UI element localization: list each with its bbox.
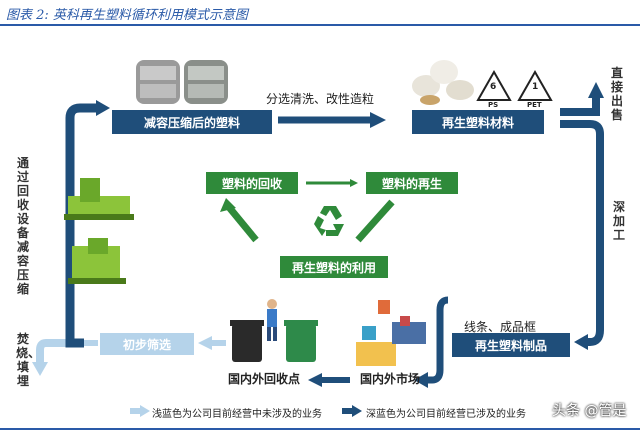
compressor-machine-2: [68, 238, 126, 284]
market-image: [356, 300, 426, 366]
pellets-image: [412, 60, 474, 105]
incinerate-arrow: [36, 339, 70, 364]
incinerate-label: 焚烧、填埋: [16, 332, 41, 388]
cycle-left-arrowhead: [220, 198, 236, 212]
sorting-label: 分选清洗、改性造粒: [266, 92, 375, 106]
screening-box: 初步筛选: [100, 333, 194, 355]
deep-process-arrowhead: [574, 334, 588, 350]
loop-left-arrowhead: [96, 100, 110, 116]
direct-sale-label: 直接出售: [610, 66, 623, 122]
cycle-recovery: 塑料的回收: [206, 172, 298, 194]
watermark: 头条 @管是: [552, 403, 627, 419]
cycle-left-arrow: [225, 203, 259, 243]
legend-light-text: 浅蓝色为公司目前经营中未涉及的业务: [152, 409, 322, 420]
recycling-bins: [230, 299, 318, 362]
direct-sale-arrow: [560, 96, 600, 116]
cycle-regeneration: 塑料的再生: [366, 172, 458, 194]
loop-left-arrow: [65, 103, 96, 320]
recycle-icon: [314, 206, 344, 236]
market-label: 国内外市场: [360, 372, 421, 386]
direct-sale-arrowhead: [588, 82, 604, 98]
deep-process-label: 深加工: [612, 200, 625, 242]
loop-bottom-connector: [65, 320, 84, 348]
collection-label: 国内外回收点: [228, 372, 301, 386]
market-collection-arrowhead: [308, 373, 322, 387]
product-types-label: 线条、成品框: [464, 320, 537, 334]
equipment-label: 通过回收设备减容压缩: [16, 156, 29, 296]
incinerate-arrowhead: [32, 362, 48, 376]
legend-dark-text: 深蓝色为公司目前经营已涉及的业务: [366, 409, 526, 420]
collection-screening-arrowhead: [198, 336, 212, 350]
cycle-right-arrow: [355, 199, 395, 243]
sorting-arrowhead: [370, 112, 386, 128]
compress-box: 减容压缩后的塑料: [112, 110, 272, 134]
ps-symbol: [476, 69, 512, 101]
recycled-product-box: 再生塑料制品: [452, 333, 570, 357]
ps-number: 6: [490, 82, 497, 92]
cycle-top-arrowhead: [350, 179, 358, 187]
cycle-utilization: 再生塑料的利用: [280, 256, 388, 278]
title-rule: [0, 24, 640, 26]
ps-label: PS: [488, 101, 499, 109]
pet-number: 1: [532, 82, 539, 92]
product-market-arrow: [428, 296, 449, 384]
bottom-rule: [0, 428, 640, 430]
recycled-material-box: 再生塑料材料: [412, 110, 544, 134]
pet-symbol: [517, 69, 553, 101]
deep-process-arrow: [560, 120, 604, 346]
compressor-machine-1: [64, 178, 134, 220]
pet-label: PET: [527, 101, 542, 109]
figure-title: 图表 2: 英科再生塑料循环利用模式示意图: [6, 8, 248, 23]
market-arrowhead: [414, 372, 428, 388]
